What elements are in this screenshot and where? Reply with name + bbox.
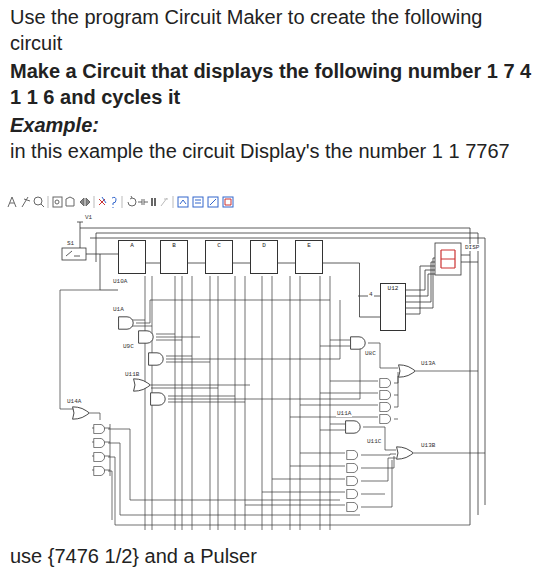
component-label: U13B: [420, 442, 436, 449]
toolbar: [8, 196, 233, 208]
instruction-text: in this example the circuit Display's th…: [10, 138, 532, 164]
component-name: E: [296, 241, 322, 249]
component-label: U11A: [336, 410, 352, 417]
component-name: D: [251, 241, 277, 249]
component-label: U1A: [112, 306, 125, 313]
component-label: U8C: [364, 350, 377, 357]
bus-lines: [60, 276, 485, 530]
component-label: V1: [84, 214, 93, 221]
signal-wire: [278, 263, 295, 264]
component-label: S1: [66, 240, 75, 247]
schematic-wires: [62, 222, 485, 525]
signal-wire: [146, 263, 160, 264]
instruction-text: use {7476 1/2} and a Pulser: [10, 543, 532, 569]
component-name: C: [206, 241, 232, 249]
flip-flop: C: [205, 240, 233, 274]
flip-flop: A: [118, 240, 146, 274]
component-name: B: [161, 241, 187, 249]
flip-flop: B: [160, 240, 188, 274]
component-name: A: [119, 241, 145, 249]
flip-flop: D: [250, 240, 278, 274]
component-label: U14A: [66, 398, 82, 405]
component-label: DISP: [464, 244, 480, 251]
component-label: U11B: [124, 371, 140, 378]
signal-wire: [188, 263, 205, 264]
component-label: U10A: [112, 278, 128, 285]
signal-wire: [323, 263, 380, 317]
instruction-text: Example:: [10, 112, 532, 138]
signal-wire: [233, 263, 250, 264]
instruction-text: Make a Circuit that displays the followi…: [10, 58, 532, 110]
component-label: U11C: [366, 438, 382, 445]
instruction-text: Use the program Circuit Maker to create …: [10, 4, 532, 56]
logic-gates: [73, 317, 416, 512]
component-label: U13A: [420, 360, 436, 367]
component-name: U12: [381, 284, 405, 292]
flip-flop: E: [295, 240, 323, 274]
component-label: 4: [368, 291, 374, 298]
component-label: U9C: [122, 343, 135, 350]
decoder-chip: U12: [380, 283, 406, 331]
